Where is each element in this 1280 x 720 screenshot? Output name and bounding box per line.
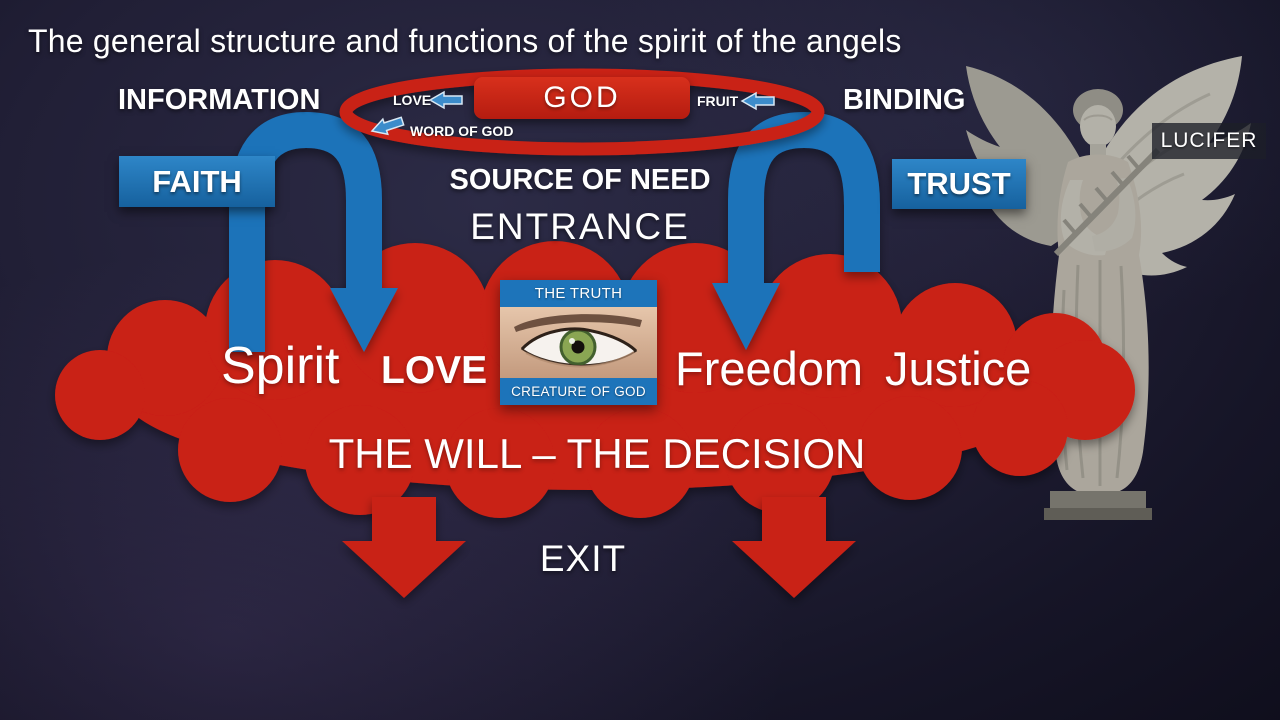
eye-illustration	[500, 307, 657, 378]
label-freedom: Freedom	[675, 342, 864, 395]
fruit-arrow-icon	[740, 91, 775, 111]
label-spirit: Spirit	[221, 337, 340, 395]
trust-box: TRUST	[892, 159, 1026, 209]
iris-group	[559, 329, 597, 365]
truth-card-top-label: THE TRUTH	[500, 280, 657, 307]
label-information: INFORMATION	[118, 84, 321, 116]
lucifer-label: LUCIFER	[1160, 129, 1258, 152]
label-love: LOVE	[381, 349, 488, 392]
statue-base	[1044, 508, 1152, 520]
lower-lid-line	[525, 351, 635, 368]
trust-label: TRUST	[907, 166, 1011, 201]
truth-card: THE TRUTH CREATURE OF G	[500, 280, 657, 405]
label-entrance: ENTRANCE	[470, 206, 690, 247]
label-word-of-god: WORD OF GOD	[410, 123, 514, 139]
upper-lid-line	[520, 327, 638, 353]
label-source-of-need: SOURCE OF NEED	[449, 164, 711, 196]
statue-brow-shadow	[1083, 114, 1113, 121]
label-fruit: FRUIT	[697, 93, 739, 109]
faith-label: FAITH	[152, 163, 242, 199]
statue-pedestal	[1050, 491, 1146, 511]
slide-title: The general structure and functions of t…	[28, 23, 902, 59]
god-label: GOD	[543, 81, 621, 114]
faith-box: FAITH	[119, 156, 275, 207]
label-justice: Justice	[885, 342, 1032, 395]
statue-right-arm	[1092, 178, 1136, 252]
exit-arrow-left	[342, 497, 466, 598]
love-arrow-icon	[428, 90, 463, 110]
right-flow-arrowhead-icon	[712, 283, 780, 350]
exit-arrow-right	[732, 497, 856, 598]
lucifer-caption: LUCIFER	[1152, 123, 1266, 159]
label-exit: EXIT	[539, 538, 627, 579]
ring-direction-arrows	[370, 90, 775, 136]
word-of-god-arrow-icon	[370, 116, 405, 136]
god-cycle-ring	[339, 68, 825, 156]
label-binding: BINDING	[843, 84, 966, 116]
exit-arrows	[342, 497, 856, 598]
label-will-decision: THE WILL – THE DECISION	[328, 430, 866, 477]
god-box: GOD	[474, 77, 690, 119]
statue-neck	[1090, 144, 1106, 158]
left-flow-arrowhead-icon	[330, 288, 398, 352]
statue-palm-leaves	[1062, 154, 1142, 236]
truth-card-bottom-label: CREATURE OF GOD	[500, 378, 657, 405]
eye-image	[500, 307, 657, 378]
statue-face	[1080, 105, 1116, 147]
eyebrow	[514, 314, 642, 332]
label-love-ring: LOVE	[393, 92, 432, 108]
